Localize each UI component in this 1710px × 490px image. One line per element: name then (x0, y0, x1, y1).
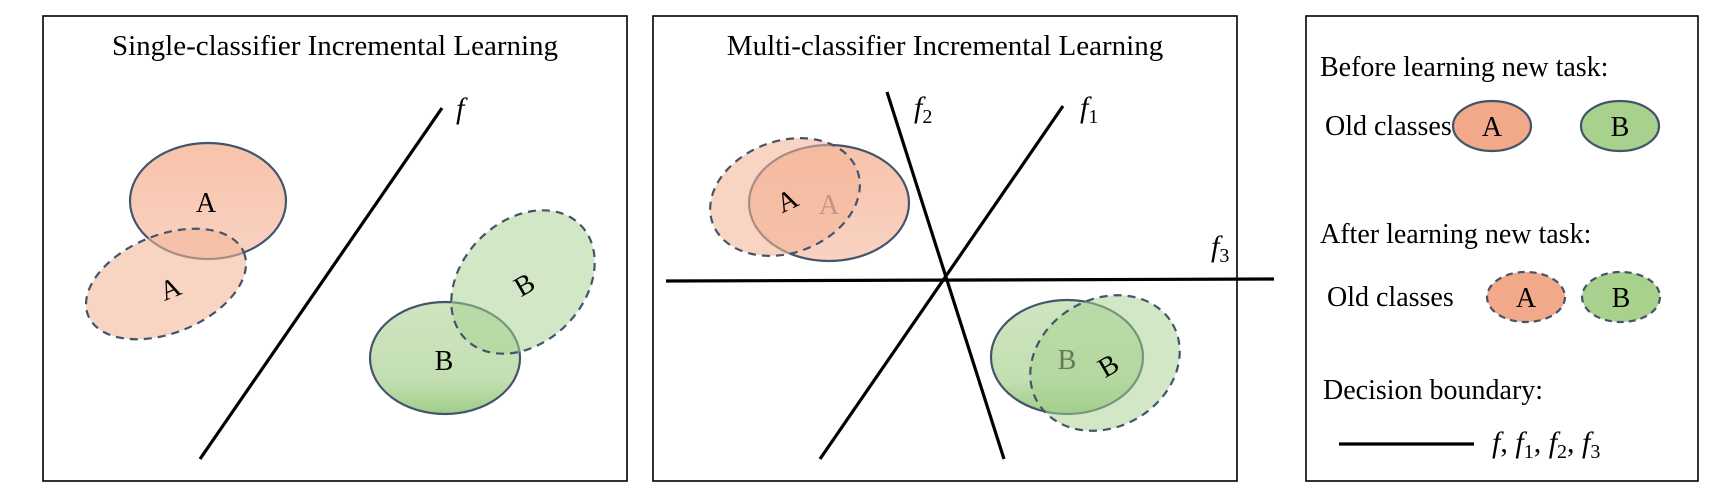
boundary-f2-label: f2 (914, 91, 932, 128)
legend-before-a-swatch (1451, 99, 1533, 153)
legend-before-b-label: B (1611, 112, 1630, 143)
legend-after-b-label: B (1612, 283, 1631, 314)
boundary-f3-line (665, 277, 1275, 283)
panel-single-classifier: Single-classifier Incremental Learning f… (42, 15, 628, 482)
legend-after-a-label: A (1516, 283, 1537, 314)
legend-after-b-swatch (1580, 270, 1662, 324)
legend-before-b-swatch (1579, 99, 1661, 153)
panel-title: Multi-classifier Incremental Learning (727, 30, 1163, 62)
legend-boundary-names: f, f1, f2, f3 (1492, 426, 1600, 463)
class-a-after-ellipse (709, 137, 861, 257)
legend-before-heading: Before learning new task: (1320, 52, 1608, 83)
legend-after-a-swatch (1485, 270, 1567, 324)
boundary-f1-label: f1 (1080, 91, 1098, 128)
panel-frame (42, 15, 628, 482)
legend-before-a-label: A (1482, 112, 1503, 143)
legend-before-label: Old classes (1325, 111, 1452, 142)
class-a-before-label: A (819, 190, 840, 221)
panel-title: Single-classifier Incremental Learning (112, 30, 558, 62)
decision-boundary-line (198, 107, 444, 460)
class-b-before-label: B (435, 346, 454, 377)
legend-after-label: Old classes (1327, 282, 1454, 313)
class-b-before-label: B (1058, 345, 1077, 376)
boundary-label: f (456, 92, 468, 125)
class-b-after-ellipse (1029, 294, 1181, 432)
boundary-f2-line (885, 91, 1006, 460)
class-b-after-ellipse (450, 209, 596, 355)
legend-boundary-heading: Decision boundary: (1323, 375, 1543, 406)
panel-frame (652, 15, 1238, 482)
panel-multi-classifier: Multi-classifier Incremental Learning A … (652, 15, 1275, 482)
legend-after-heading: After learning new task: (1320, 219, 1591, 250)
legend-panel: Before learning new task: Old classes A … (1305, 15, 1699, 482)
boundary-f1-line (818, 105, 1065, 460)
boundary-f3-label: f3 (1211, 230, 1229, 267)
class-a-after-ellipse (84, 227, 248, 341)
panel-frame (1305, 15, 1699, 482)
class-a-before-label: A (196, 188, 217, 219)
